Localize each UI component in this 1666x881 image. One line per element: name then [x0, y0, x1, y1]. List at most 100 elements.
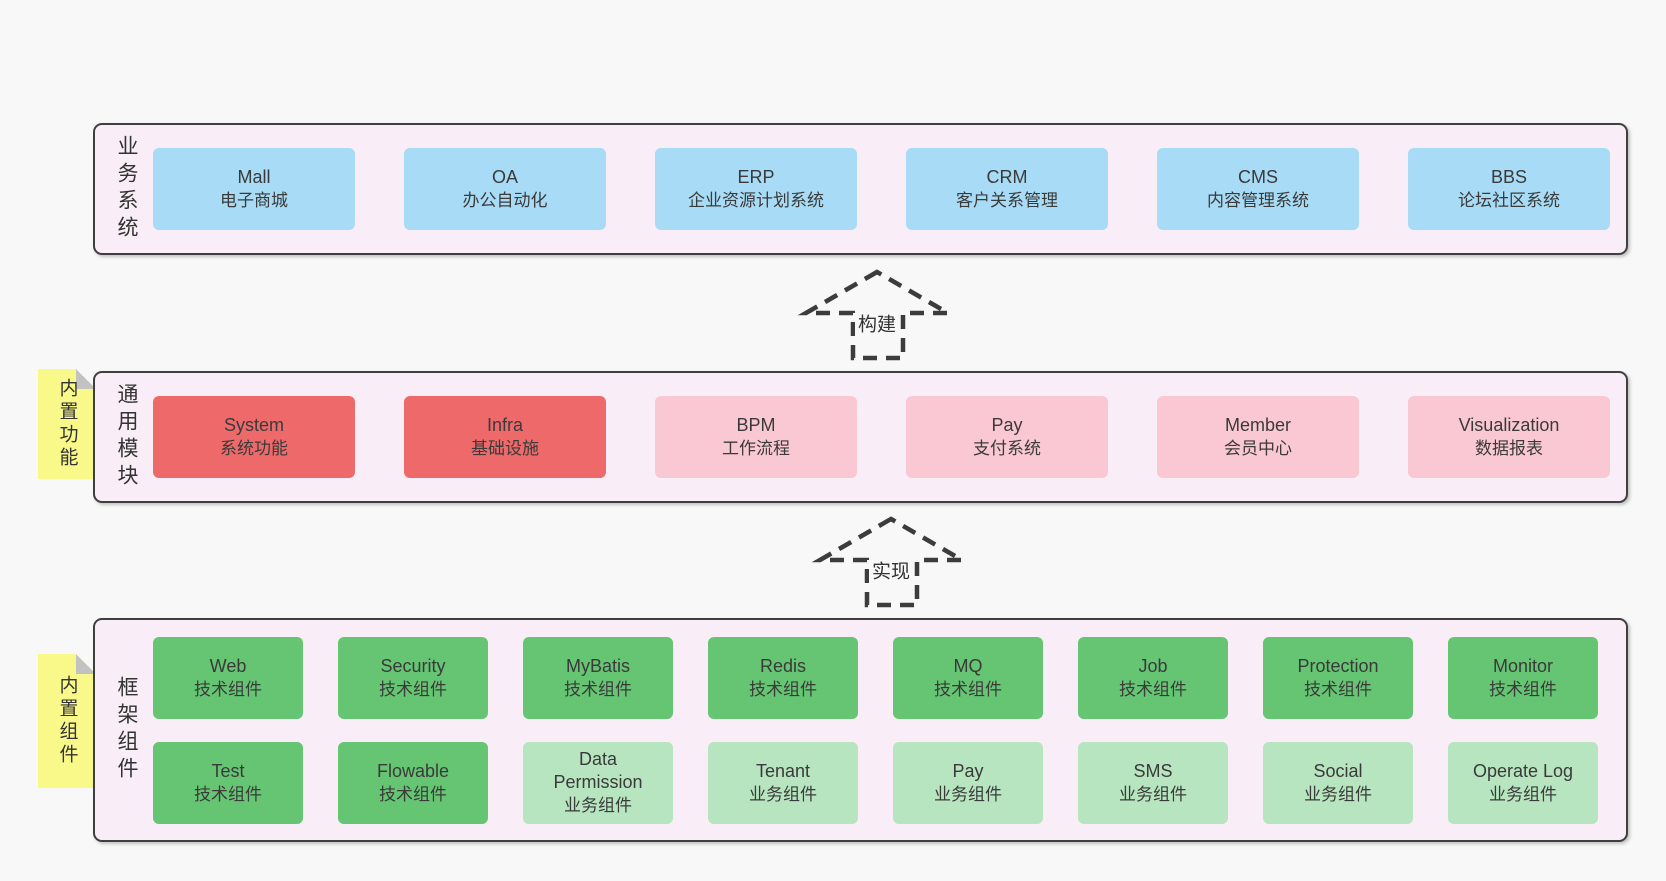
arrow-label: 构建	[854, 309, 900, 337]
box-title: Security	[380, 655, 446, 676]
box-title: Data Permission	[553, 749, 643, 792]
box-security: Security 技术组件	[338, 636, 488, 719]
box-pay: Pay 支付系统	[906, 396, 1108, 478]
sticky-note-label: 内置功能	[56, 378, 78, 470]
box-title: Member	[1224, 415, 1291, 435]
box-flowable: Flowable 技术组件	[338, 741, 488, 824]
box-infra: Infra 基础设施	[404, 396, 606, 478]
box-subtitle: 技术组件	[934, 679, 1002, 699]
box-subtitle: 业务组件	[749, 784, 817, 804]
layer-label: 业务系统	[115, 135, 138, 243]
box-subtitle: 企业资源计划系统	[688, 191, 824, 210]
box-protection: Protection 技术组件	[1263, 636, 1413, 719]
dashed-up-arrow-icon	[811, 516, 971, 608]
box-title: BPM	[736, 415, 776, 435]
box-subtitle: 内容管理系统	[1207, 191, 1309, 210]
box-title: MyBatis	[565, 655, 630, 676]
layer-label: 框架组件	[115, 676, 138, 784]
box-web: Web 技术组件	[153, 636, 303, 719]
sticky-note-builtin-components: 内置组件	[38, 654, 96, 788]
box-title: Tenant	[755, 760, 811, 781]
box-title: MQ	[953, 655, 983, 676]
box-subtitle: 技术组件	[1304, 679, 1372, 699]
box-title: Redis	[759, 655, 807, 676]
box-subtitle: 业务组件	[1304, 784, 1372, 804]
box-title: Social	[1313, 760, 1363, 781]
box-title: Protection	[1297, 655, 1379, 676]
box-subtitle: 基础设施	[471, 439, 539, 458]
box-subtitle: 办公自动化	[462, 191, 548, 210]
box-subtitle: 技术组件	[564, 679, 632, 699]
box-title: CRM	[986, 167, 1028, 187]
box-subtitle: 业务组件	[564, 796, 632, 815]
box-subtitle: 支付系统	[973, 439, 1041, 458]
sticky-note-label: 内置组件	[56, 675, 78, 767]
box-title: ERP	[737, 167, 775, 187]
box-title: Job	[1138, 655, 1168, 676]
arrow-build: 构建	[797, 266, 957, 366]
box-subtitle: 技术组件	[194, 679, 262, 699]
box-subtitle: 业务组件	[1489, 784, 1557, 804]
layer-label: 通用模块	[115, 383, 138, 491]
box-crm: CRM 客户关系管理	[906, 148, 1108, 230]
box-title: Infra	[486, 415, 524, 435]
box-subtitle: 技术组件	[194, 784, 262, 804]
box-subtitle: 技术组件	[1119, 679, 1187, 699]
box-title: Monitor	[1492, 655, 1554, 676]
box-title: Pay	[991, 415, 1023, 435]
box-member: Member 会员中心	[1157, 396, 1359, 478]
box-title: Test	[211, 760, 245, 781]
box-job: Job 技术组件	[1078, 636, 1228, 719]
box-title: Mall	[237, 167, 271, 187]
dashed-up-arrow-icon	[797, 269, 957, 361]
box-title: CMS	[1238, 167, 1278, 187]
box-title: Pay	[952, 760, 984, 781]
box-erp: ERP 企业资源计划系统	[655, 148, 857, 230]
box-subtitle: 业务组件	[934, 784, 1002, 804]
box-tenant: Tenant 业务组件	[708, 741, 858, 824]
box-subtitle: 技术组件	[379, 679, 447, 699]
box-title: SMS	[1133, 760, 1173, 781]
box-social: Social 业务组件	[1263, 741, 1413, 824]
box-title: Web	[209, 655, 247, 676]
arrow-label: 实现	[868, 556, 914, 584]
arrow-implement: 实现	[811, 513, 971, 613]
box-mybatis: MyBatis 技术组件	[523, 636, 673, 719]
box-cms: CMS 内容管理系统	[1157, 148, 1359, 230]
box-title: Flowable	[376, 760, 450, 781]
box-redis: Redis 技术组件	[708, 636, 858, 719]
box-subtitle: 论坛社区系统	[1458, 191, 1560, 210]
box-subtitle: 数据报表	[1475, 439, 1543, 458]
box-subtitle: 会员中心	[1224, 439, 1292, 458]
box-subtitle: 客户关系管理	[956, 191, 1058, 210]
box-subtitle: 技术组件	[749, 679, 817, 699]
box-visualization: Visualization 数据报表	[1408, 396, 1610, 478]
box-sms: SMS 业务组件	[1078, 741, 1228, 824]
box-pay: Pay 业务组件	[893, 741, 1043, 824]
box-title: System	[223, 415, 284, 435]
sticky-note-builtin-features: 内置功能	[38, 369, 96, 479]
box-mq: MQ 技术组件	[893, 636, 1043, 719]
box-title: Visualization	[1458, 415, 1560, 435]
box-subtitle: 技术组件	[379, 784, 447, 804]
box-subtitle: 业务组件	[1119, 784, 1187, 804]
box-test: Test 技术组件	[153, 741, 303, 824]
box-data-permission: Data Permission 业务组件	[523, 741, 673, 824]
